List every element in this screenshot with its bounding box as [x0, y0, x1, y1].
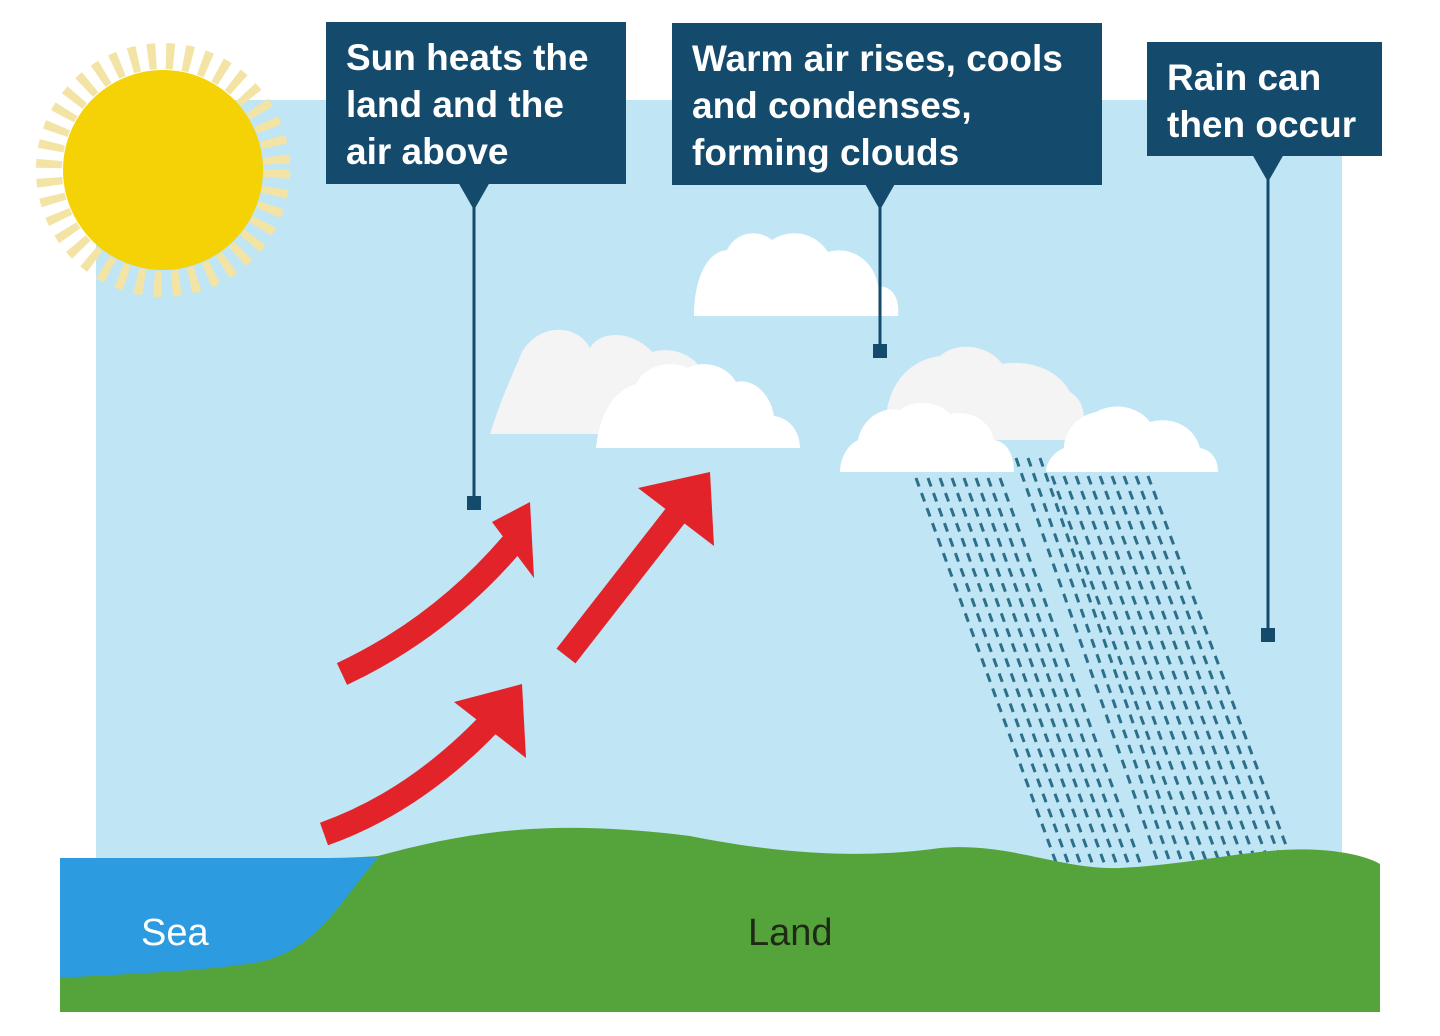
cloud-icon	[490, 329, 800, 448]
arrow-icon	[556, 472, 714, 664]
callout-line: air above	[346, 131, 509, 172]
cloud-icon	[694, 233, 899, 316]
arrow-icon	[319, 684, 526, 846]
callout-line: land and the	[346, 84, 564, 125]
land-area	[60, 827, 1380, 1012]
land-label: Land	[748, 912, 833, 954]
cloud-icon	[840, 346, 1218, 472]
arrow-icon	[336, 502, 534, 685]
rain-icon	[914, 457, 1292, 869]
sun-icon	[36, 43, 290, 297]
callout-rain-occurs: Rain can then occur	[1147, 42, 1382, 156]
callout-line: Sun heats the	[346, 37, 589, 78]
callout-line: Rain can	[1167, 57, 1322, 98]
callout-line: forming clouds	[692, 132, 960, 173]
sky-background	[96, 100, 1342, 920]
callout-line: then occur	[1167, 104, 1357, 145]
sea-label: Sea	[141, 912, 209, 954]
callout-warm-air-rises: Warm air rises, cools and condenses, for…	[672, 23, 1102, 185]
callout-pointer	[1252, 154, 1284, 642]
callout-sun-heats: Sun heats the land and the air above	[326, 22, 626, 184]
sea-area	[60, 858, 378, 978]
callout-pointer	[864, 182, 896, 358]
callout-line: and condenses,	[692, 85, 972, 126]
callout-line: Warm air rises, cools	[692, 38, 1063, 79]
callout-pointer	[458, 182, 490, 510]
